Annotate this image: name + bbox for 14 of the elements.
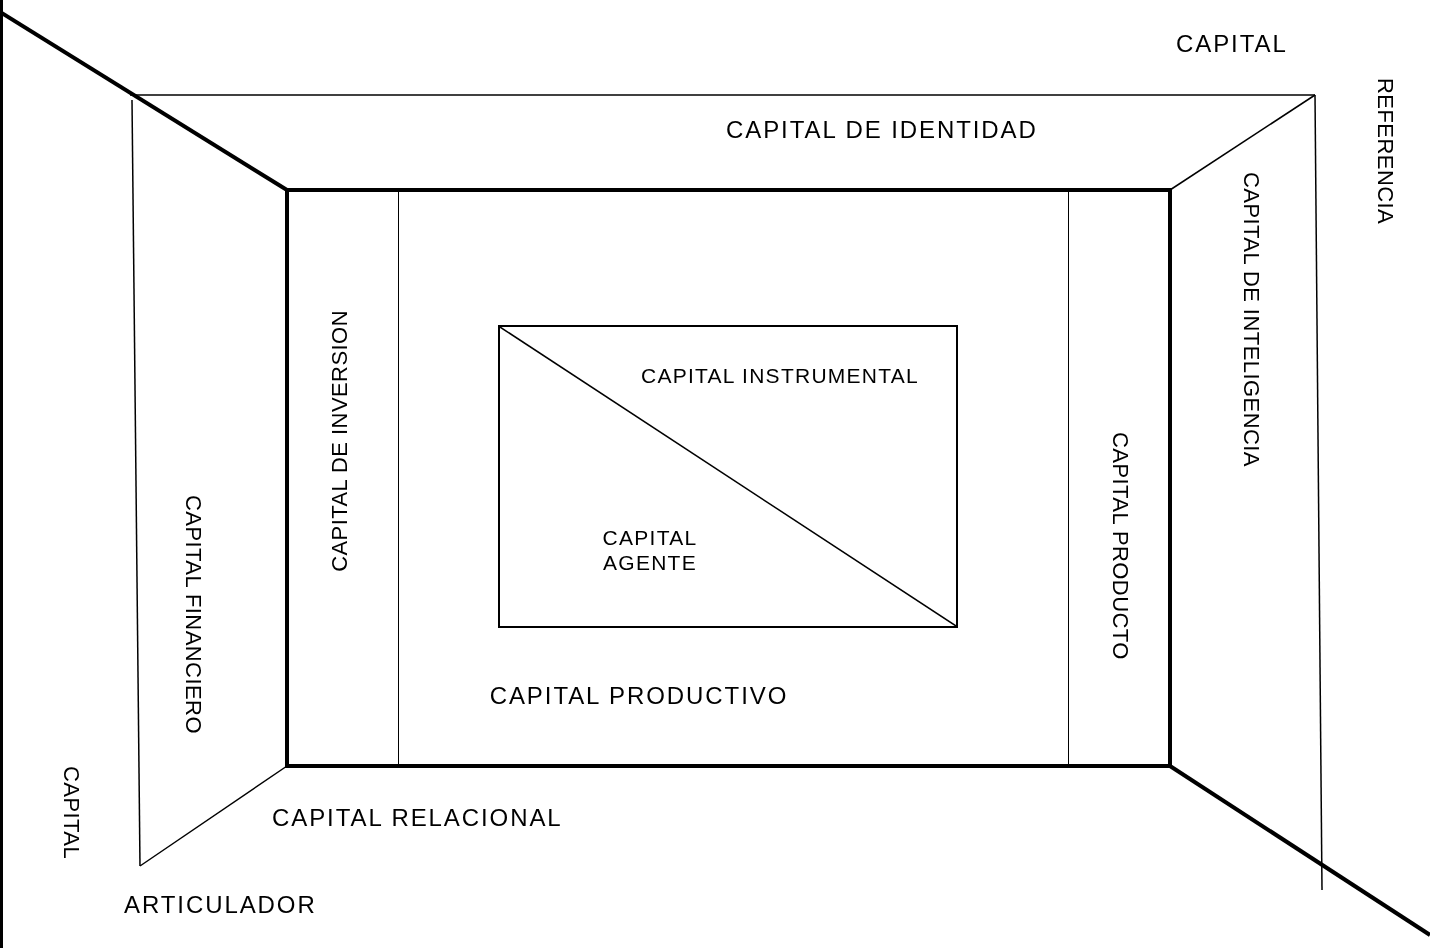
region-label: CAPITAL RELACIONAL <box>272 804 563 831</box>
region-label: CAPITAL INSTRUMENTAL <box>641 364 919 387</box>
region-label: REFERENCIA <box>1374 78 1396 225</box>
region-label: CAPITAL DE IDENTIDAD <box>726 116 1038 143</box>
region-label: CAPITAL FINANCIERO <box>182 495 204 734</box>
region-label: CAPITAL PRODUCTIVO <box>489 684 789 708</box>
region-label: CAPITAL <box>60 766 82 860</box>
region-label: ARTICULADOR <box>124 891 317 918</box>
region-label: CAPITAL DE INTELIGENCIA <box>1240 172 1262 467</box>
region-label: CAPITAL DE INVERSION <box>329 310 351 572</box>
region-label: CAPITAL <box>1176 30 1288 57</box>
region-label: CAPITAL PRODUCTO <box>1109 432 1131 660</box>
region-label: CAPITAL AGENTE <box>602 526 698 574</box>
frame-box <box>285 188 1172 768</box>
